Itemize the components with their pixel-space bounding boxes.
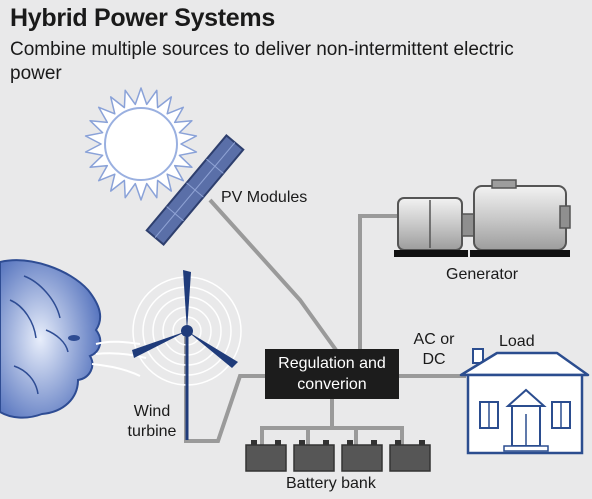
- dc-label: DC: [422, 351, 446, 368]
- page-subtitle: Combine multiple sources to deliver non-…: [10, 39, 514, 84]
- pv-modules-label: PV Modules: [221, 189, 308, 206]
- battery-cell-2: [293, 440, 335, 472]
- wind-label: Wind: [133, 403, 171, 420]
- connection-lines: [184, 198, 466, 445]
- regulation-label-line2: converion: [297, 376, 367, 393]
- generator-to-regulation-line: [358, 214, 400, 350]
- battery-bus-line: [260, 426, 404, 445]
- house-icon: [459, 348, 590, 455]
- wind-face-icon: [0, 259, 147, 419]
- battery-cell-4: [389, 440, 431, 472]
- battery-bank-label: Battery bank: [286, 475, 376, 492]
- page-title: Hybrid Power Systems: [10, 4, 275, 32]
- regulation-label-line1: Regulation and: [278, 355, 386, 372]
- sun-icon: [84, 87, 198, 201]
- battery-cell-3: [341, 440, 383, 472]
- load-label: Load: [499, 333, 535, 350]
- ac-dc-label: AC or DC: [406, 330, 462, 370]
- ac-or-label: AC or: [413, 331, 455, 348]
- pv-to-regulation-line: [208, 198, 338, 352]
- wind-turbine-label: Wind turbine: [120, 402, 184, 442]
- turbine-label: turbine: [127, 423, 177, 440]
- battery-cell-1: [245, 440, 287, 472]
- battery-bank-icon: [245, 440, 431, 472]
- generator-label: Generator: [446, 266, 519, 283]
- generator-icon: [394, 179, 571, 257]
- wind-turbine-icon: [132, 270, 242, 440]
- regulation-conversion-box: Regulation and converion: [265, 349, 399, 399]
- pv-panel-icon: [145, 134, 245, 246]
